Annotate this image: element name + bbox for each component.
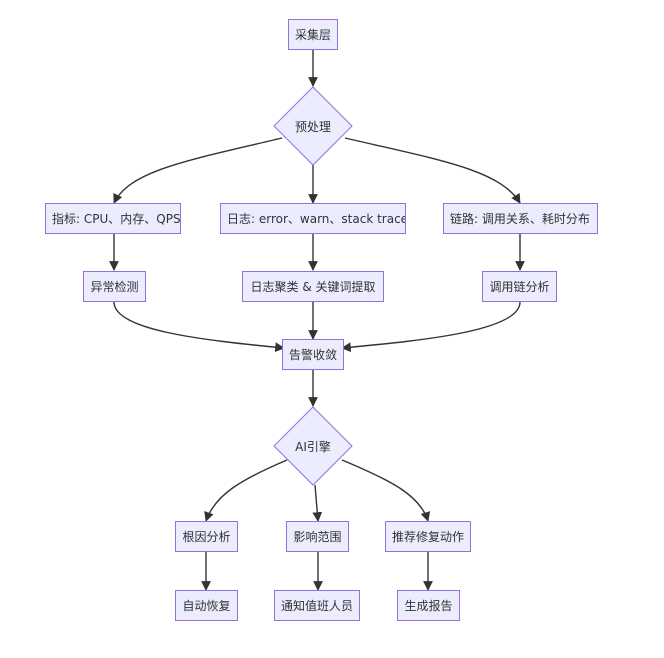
edge-ai-recommend xyxy=(341,459,431,522)
edge-preprocess-metrics xyxy=(113,137,283,204)
node-auto-recover: 自动恢复 xyxy=(175,590,238,621)
node-trace-analysis: 调用链分析 xyxy=(482,271,557,302)
node-notify: 通知值班人员 xyxy=(274,590,360,621)
node-traces: 链路: 调用关系、耗时分布 xyxy=(443,203,598,234)
node-anomaly: 异常检测 xyxy=(83,271,146,302)
node-alert-label: 告警收敛 xyxy=(288,348,337,362)
node-collect: 采集层 xyxy=(288,19,338,50)
node-auto-recover-label: 自动恢复 xyxy=(182,599,231,613)
node-trace-analysis-label: 调用链分析 xyxy=(489,280,550,294)
node-logs: 日志: error、warn、stack trace xyxy=(220,203,406,234)
node-log-cluster-label: 日志聚类 & 关键词提取 xyxy=(250,280,376,294)
node-recommend-label: 推荐修复动作 xyxy=(391,530,464,544)
node-logs-label: 日志: error、warn、stack trace xyxy=(227,212,406,226)
node-impact: 影响范围 xyxy=(286,521,349,552)
node-ai-engine: AI引擎 xyxy=(273,406,353,486)
node-anomaly-label: 异常检测 xyxy=(90,280,139,294)
node-notify-label: 通知值班人员 xyxy=(280,599,353,613)
node-log-cluster: 日志聚类 & 关键词提取 xyxy=(242,271,384,302)
node-alert: 告警收敛 xyxy=(282,339,344,370)
node-recommend: 推荐修复动作 xyxy=(385,521,471,552)
edge-anomaly-alert xyxy=(113,301,285,353)
node-ai-engine-label: AI引擎 xyxy=(295,439,331,454)
node-preprocess-label: 预处理 xyxy=(294,119,331,134)
node-preprocess: 预处理 xyxy=(273,86,353,166)
edge-ai-rootcause xyxy=(204,459,288,522)
node-root-cause: 根因分析 xyxy=(175,521,238,552)
node-impact-label: 影响范围 xyxy=(293,530,342,544)
diamond-shape xyxy=(273,406,353,486)
node-report-label: 生成报告 xyxy=(404,599,453,613)
node-root-cause-label: 根因分析 xyxy=(182,530,231,544)
edge-preprocess-traces xyxy=(344,137,521,204)
node-report: 生成报告 xyxy=(397,590,460,621)
diamond-shape xyxy=(273,86,353,166)
edge-traceanalysis-alert xyxy=(341,301,521,353)
edge-ai-impact xyxy=(312,484,323,522)
node-metrics-label: 指标: CPU、内存、QPS xyxy=(52,212,181,226)
node-metrics: 指标: CPU、内存、QPS xyxy=(45,203,181,234)
node-collect-label: 采集层 xyxy=(294,28,331,42)
node-traces-label: 链路: 调用关系、耗时分布 xyxy=(450,212,590,226)
